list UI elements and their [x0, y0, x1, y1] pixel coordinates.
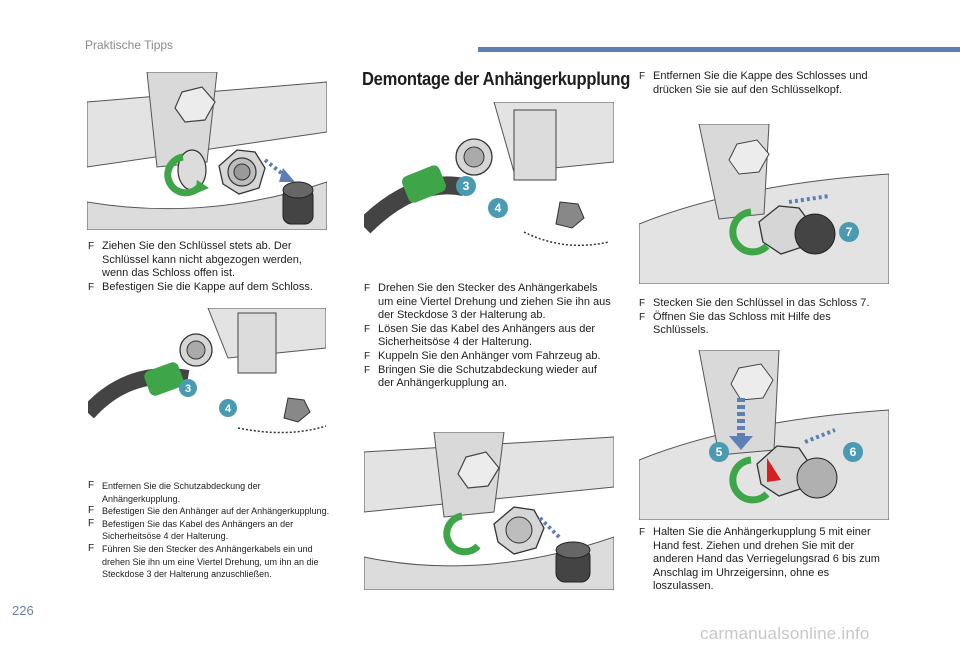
- figure-lock-key: 7: [639, 124, 889, 284]
- callout-6-badge: [843, 442, 863, 462]
- cap-icon: [282, 181, 314, 225]
- page-title: Demontage der Anhängerkupplung: [362, 69, 631, 89]
- direction-arrow-icon: [263, 158, 287, 178]
- svg-text:5: 5: [716, 445, 723, 459]
- callout-4-badge: [219, 399, 237, 417]
- header-bar: [478, 47, 960, 52]
- lock-wheel-icon: [758, 205, 836, 255]
- svg-text:6: 6: [850, 445, 857, 459]
- direction-arrow-icon: [788, 194, 830, 204]
- rotate-arrow-icon: [443, 512, 481, 556]
- rotate-arrow-icon: [729, 456, 770, 504]
- figure-cap-lock: [87, 72, 327, 230]
- figure-unlock-wheel: 5 6: [639, 350, 889, 520]
- lock-wheel-icon: [493, 506, 545, 555]
- callout-5-badge: [709, 442, 729, 462]
- rotate-arrow-icon: [164, 153, 202, 197]
- callout-4-badge: [488, 198, 508, 218]
- socket-icon: [179, 333, 213, 367]
- section-label: Praktische Tipps: [85, 38, 174, 52]
- lock-wheel-icon: [756, 445, 838, 499]
- callout-3-badge: [179, 379, 197, 397]
- socket-icon: [455, 138, 493, 176]
- svg-text:7: 7: [846, 225, 853, 239]
- figure-socket-eyelet-center: 3 4: [364, 102, 614, 260]
- red-indicator-icon: [767, 458, 781, 482]
- watermark: carmanualsonline.info: [700, 624, 870, 643]
- rotate-arrow-icon: [729, 208, 770, 256]
- svg-text:3: 3: [185, 383, 191, 395]
- lock-wheel-icon: [218, 149, 266, 195]
- cap-icon: [555, 541, 591, 583]
- direction-arrow-icon: [804, 428, 836, 444]
- figure-cap-replace: [364, 432, 614, 590]
- svg-text:3: 3: [463, 179, 470, 193]
- callout-3-badge: [456, 176, 476, 196]
- callout-7-badge: [839, 222, 859, 242]
- direction-arrow-icon: [538, 516, 562, 540]
- svg-text:4: 4: [225, 403, 232, 415]
- figure-socket-eyelet-left: 3 4: [88, 308, 326, 440]
- page-number: 226: [12, 603, 34, 618]
- svg-text:4: 4: [495, 201, 502, 215]
